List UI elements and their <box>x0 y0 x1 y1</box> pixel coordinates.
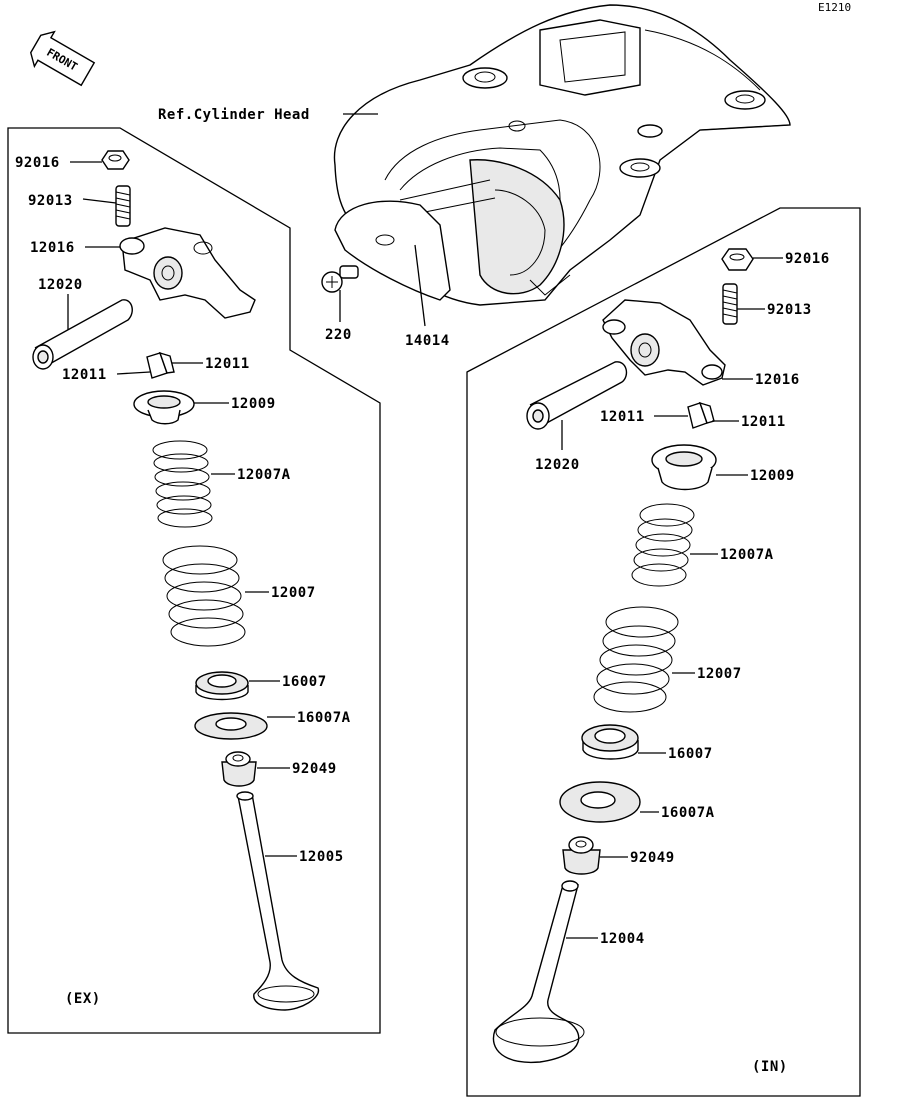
ex-rocker-shaft-icon <box>32 299 133 370</box>
diagram-code: E1210 <box>818 1 851 14</box>
in-outer-spring-icon <box>593 606 679 713</box>
in-group: (IN) 92016 92013 12016 <box>466 207 861 1097</box>
callout-220: 220 <box>325 327 352 343</box>
in-callout-rocker-arm: 12016 <box>755 372 800 388</box>
ex-adjuster-screw-icon <box>115 185 131 227</box>
in-stem-seal-icon <box>562 836 601 875</box>
ex-washer-icon <box>194 712 268 740</box>
callout-14014: 14014 <box>405 333 450 349</box>
in-callout-seat: 16007 <box>668 746 713 762</box>
ex-group: (EX) 92016 92013 12016 <box>7 127 381 1034</box>
in-callout-valve: 12004 <box>600 931 645 947</box>
ex-callout-nut: 92016 <box>15 155 60 171</box>
in-rocker-shaft-icon <box>526 361 628 430</box>
in-inner-spring-icon <box>631 503 695 587</box>
in-callout-nut: 92016 <box>785 251 830 267</box>
in-retainer-icon <box>651 444 717 491</box>
ex-rocker-arm-icon <box>119 227 256 319</box>
in-callout-collet-b: 12011 <box>741 414 786 430</box>
in-collet-icon <box>687 401 715 429</box>
in-callout-shaft: 12020 <box>535 457 580 473</box>
ex-callout-shaft: 12020 <box>38 277 83 293</box>
front-arrow-icon: FRONT <box>30 30 96 87</box>
ex-callout-screw: 92013 <box>28 193 73 209</box>
ex-callout-rocker-arm: 12016 <box>30 240 75 256</box>
ref-cylinder-head-label: Ref.Cylinder Head <box>158 107 310 123</box>
ex-callout-collet-a: 12011 <box>205 356 250 372</box>
ex-callout-washer: 16007A <box>297 710 351 726</box>
in-nut-icon <box>721 248 754 271</box>
ex-retainer-icon <box>133 390 195 425</box>
ex-callout-retainer: 12009 <box>231 396 276 412</box>
in-adjuster-screw-icon <box>722 283 738 325</box>
in-group-label: (IN) <box>752 1059 788 1075</box>
in-washer-icon <box>559 781 641 823</box>
cylinder-head-illustration <box>321 4 791 306</box>
ex-spring-seat-icon <box>195 671 249 701</box>
ex-nut-icon <box>101 150 130 170</box>
ex-inner-spring-icon <box>152 440 213 528</box>
ex-callout-collet-b: 12011 <box>62 367 107 383</box>
in-spring-seat-icon <box>581 724 639 760</box>
ex-callout-seat: 16007 <box>282 674 327 690</box>
in-callout-collet-a: 12011 <box>600 409 645 425</box>
in-callout-outer-spring: 12007 <box>697 666 742 682</box>
in-callout-retainer: 12009 <box>750 468 795 484</box>
ex-callout-seal: 92049 <box>292 761 337 777</box>
ex-callout-outer-spring: 12007 <box>271 585 316 601</box>
in-callout-inner-spring: 12007A <box>720 547 774 563</box>
in-valve-icon <box>492 880 585 1064</box>
ex-callout-inner-spring: 12007A <box>237 467 291 483</box>
in-callout-washer: 16007A <box>661 805 715 821</box>
in-callout-screw: 92013 <box>767 302 812 318</box>
ex-callout-valve: 12005 <box>299 849 344 865</box>
in-rocker-arm-icon <box>602 299 726 386</box>
ex-collet-icon <box>146 351 175 379</box>
ex-stem-seal-icon <box>221 751 257 787</box>
ex-group-label: (EX) <box>65 991 101 1007</box>
ex-outer-spring-icon <box>162 545 246 647</box>
bolt-220-icon <box>321 265 359 293</box>
ex-valve-icon <box>236 791 320 1011</box>
in-callout-seal: 92049 <box>630 850 675 866</box>
